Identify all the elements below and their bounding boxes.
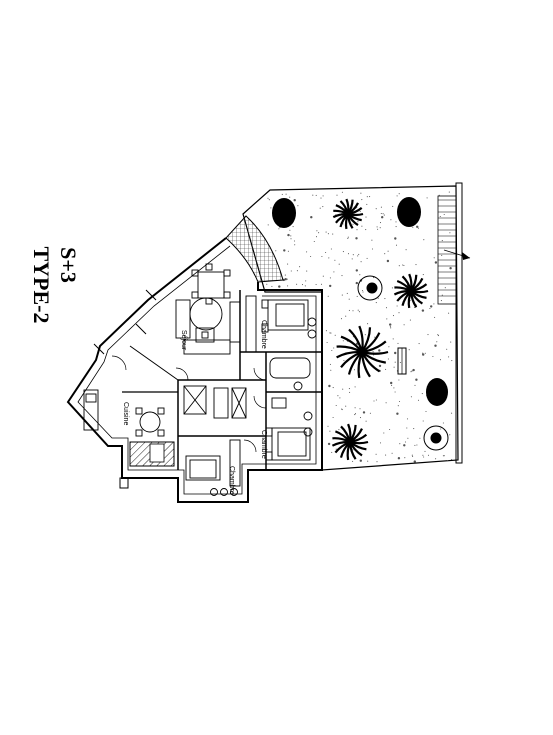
garden-bench	[397, 347, 407, 375]
room-label-bedroom-2: Chambre	[260, 430, 267, 459]
hatched-balcony	[225, 215, 284, 283]
bedroom-3-furniture	[185, 439, 241, 496]
wardrobes	[183, 385, 247, 419]
stair-icon	[437, 195, 471, 305]
bedroom-2-furniture	[265, 411, 313, 461]
room-label-kitchen: Cuisine	[122, 402, 129, 425]
room-label-bedroom-3: Chambre	[228, 466, 235, 495]
shrub-icon	[272, 197, 448, 406]
kitchen-fixtures	[83, 389, 165, 437]
room-label-living: Séjour	[180, 330, 187, 351]
bathroom-fixtures	[269, 357, 311, 409]
dining-table-top	[191, 263, 231, 305]
apartment-walls	[66, 237, 323, 503]
door-swings	[111, 355, 267, 453]
bedroom-1-furniture	[245, 295, 317, 353]
palm-tree-icon	[331, 198, 429, 461]
exterior-wall-details	[93, 289, 157, 489]
living-area-furniture	[175, 297, 241, 355]
round-tree-icon	[357, 275, 449, 451]
room-label-bedroom-1: Chambre	[260, 320, 267, 349]
